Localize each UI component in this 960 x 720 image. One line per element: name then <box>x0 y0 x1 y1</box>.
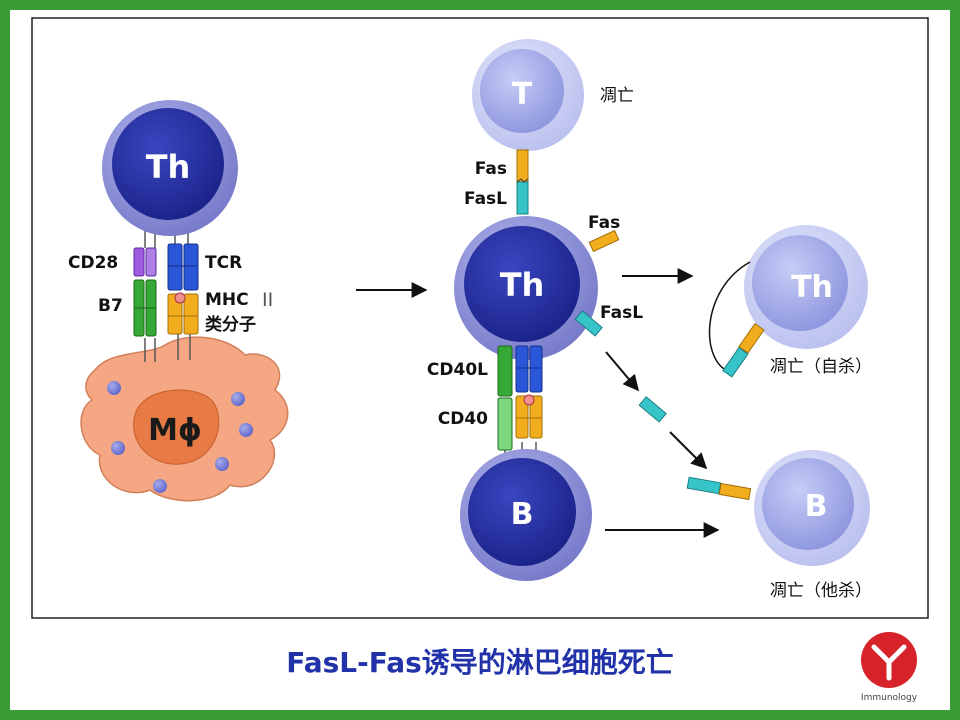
tcr-center <box>515 345 543 393</box>
b7-ligand <box>133 279 157 337</box>
fas-fasl-homicide <box>686 476 752 501</box>
cd28-label: CD28 <box>68 253 118 273</box>
tcr-receptor <box>167 243 199 291</box>
th-suicide-status: 凋亡（自杀） <box>770 357 872 377</box>
mhc-center <box>515 394 543 439</box>
immunology-logo-icon <box>861 632 917 688</box>
fasl-right-ligand <box>574 310 603 337</box>
cd40-label: CD40 <box>438 409 488 429</box>
mhc-class-label: II <box>262 289 273 311</box>
fas-top-label: Fas <box>475 159 507 179</box>
granule <box>107 381 121 395</box>
logo-text: Immunology <box>861 693 918 703</box>
th-cell-center <box>454 216 598 360</box>
diagram-border <box>31 17 929 619</box>
fasl-right-label: FasL <box>600 303 643 323</box>
macrophage-label: Mϕ <box>148 413 202 448</box>
granule <box>153 479 167 493</box>
th-cell-suicide <box>744 225 868 349</box>
granule <box>239 423 253 437</box>
t-cell-status: 凋亡 <box>600 86 634 106</box>
cd40-receptor <box>497 397 513 451</box>
cd28-receptor <box>133 247 157 277</box>
th-center-label: Th <box>500 266 545 304</box>
b7-label: B7 <box>98 296 123 316</box>
cd40l-ligand <box>497 345 513 397</box>
b-homicide-label: B <box>805 489 828 524</box>
th-cell-left <box>102 100 238 236</box>
granule <box>111 441 125 455</box>
fasl-top-label: FasL <box>464 189 507 209</box>
mhc-ii-molecule <box>167 292 199 335</box>
macrophage-cell <box>80 336 289 502</box>
b-cell-center-label: B <box>511 497 534 532</box>
arrow-to-b-apoptosis <box>669 431 708 470</box>
cd40l-label: CD40L <box>427 360 488 380</box>
granule <box>231 392 245 406</box>
self-loop <box>708 261 751 373</box>
fas-right-label: Fas <box>588 213 620 233</box>
diagram-title: FasL-Fas诱导的淋巴细胞死亡 <box>286 646 674 679</box>
granule <box>215 457 229 471</box>
b-homicide-status: 凋亡（他杀） <box>770 581 872 601</box>
b-cell-center <box>460 449 592 581</box>
th-cell-left-label: Th <box>146 148 191 186</box>
mhc-label: MHC <box>205 290 249 310</box>
soluble-fasl <box>638 396 667 423</box>
tcr-label: TCR <box>205 253 242 273</box>
fas-fasl-suicide <box>722 322 765 378</box>
t-cell-label: T <box>512 77 533 112</box>
b-cell-homicide <box>754 450 870 566</box>
arrow-fasl-release <box>605 351 640 392</box>
fas-right-receptor <box>588 229 620 253</box>
fas-fasl-top <box>516 149 529 215</box>
t-cell-top <box>472 39 584 151</box>
mhc-sub-label: 类分子 <box>205 314 256 335</box>
th-suicide-label: Th <box>791 270 833 305</box>
